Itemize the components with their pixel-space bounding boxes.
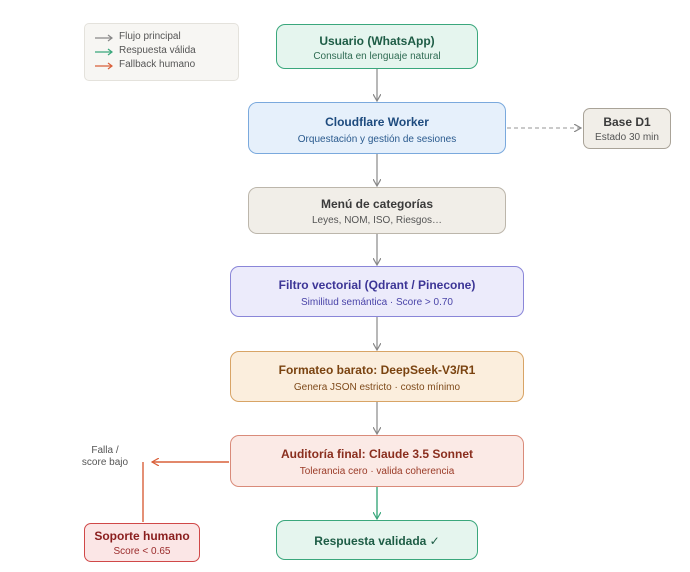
node-menu: Menú de categorías Leyes, NOM, ISO, Ries…	[248, 187, 506, 234]
node-title: Soporte humano	[94, 529, 190, 543]
node-title: Usuario (WhatsApp)	[319, 34, 435, 48]
node-filtro: Filtro vectorial (Qdrant / Pinecone) Sim…	[230, 266, 524, 317]
legend-label: Flujo principal	[119, 31, 181, 42]
node-title: Respuesta validada ✓	[314, 534, 440, 548]
node-usuario: Usuario (WhatsApp) Consulta en lenguaje …	[276, 24, 478, 69]
node-subtitle: Estado 30 min	[595, 132, 659, 143]
node-subtitle: Orquestación y gestión de sesiones	[297, 134, 457, 145]
legend-label: Fallback humano	[119, 59, 196, 70]
node-formateo: Formateo barato: DeepSeek-V3/R1 Genera J…	[230, 351, 524, 402]
node-subtitle: Genera JSON estricto · costo mínimo	[293, 382, 461, 393]
gray-arrow-icon	[95, 34, 113, 42]
red-arrow-icon	[95, 62, 113, 70]
node-title: Auditoría final: Claude 3.5 Sonnet	[280, 447, 474, 461]
node-title: Filtro vectorial (Qdrant / Pinecone)	[278, 278, 476, 292]
node-title: Menú de categorías	[320, 197, 434, 211]
node-subtitle: Tolerancia cero · valida coherencia	[299, 466, 455, 477]
node-title: Base D1	[603, 115, 651, 129]
node-auditoria: Auditoría final: Claude 3.5 Sonnet Toler…	[230, 435, 524, 487]
fallback-label: Falla / score bajo	[81, 445, 129, 468]
node-title: Formateo barato: DeepSeek-V3/R1	[278, 363, 476, 377]
node-worker: Cloudflare Worker Orquestación y gestión…	[248, 102, 506, 154]
legend-label: Respuesta válida	[119, 45, 196, 56]
node-title: Cloudflare Worker	[325, 115, 429, 129]
node-subtitle: Leyes, NOM, ISO, Riesgos…	[311, 215, 443, 226]
legend: Flujo principal Respuesta válida Fallbac…	[84, 23, 239, 81]
node-subtitle: Score < 0.65	[113, 546, 171, 557]
node-subtitle: Consulta en lenguaje natural	[313, 51, 441, 62]
node-subtitle: Similitud semántica · Score > 0.70	[300, 297, 453, 308]
node-base-d1: Base D1 Estado 30 min	[583, 108, 671, 149]
node-soporte-humano: Soporte humano Score < 0.65	[84, 523, 200, 562]
node-respuesta: Respuesta validada ✓	[276, 520, 478, 560]
green-arrow-icon	[95, 48, 113, 56]
